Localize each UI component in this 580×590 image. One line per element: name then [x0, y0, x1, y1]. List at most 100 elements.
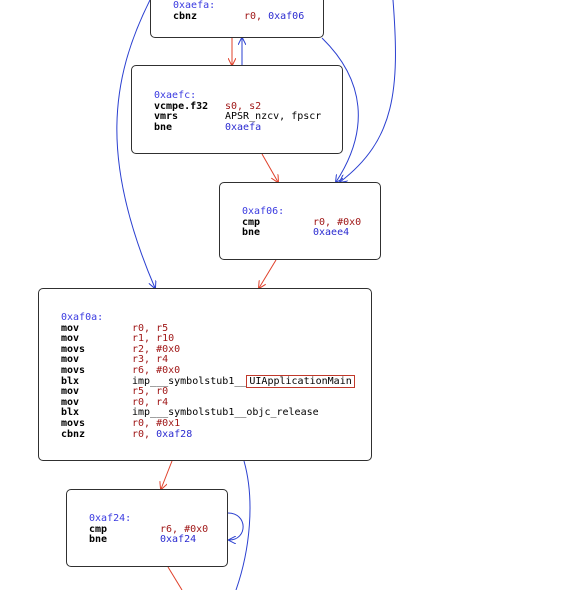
operands: 0xaf24 [160, 534, 197, 546]
instruction-row: movs r0, #0x1 [61, 417, 371, 430]
block-0xaefa[interactable]: 0xaefa: cbnz r0, 0xaf06 [150, 0, 324, 38]
edge-aefa-af06 [321, 37, 359, 182]
mnemonic: movs [61, 343, 86, 355]
edge-incoming-right [340, 0, 396, 182]
operand: r0, #0x1 [132, 417, 181, 429]
operands: r0, #0x1 [132, 417, 181, 430]
operands: r0, r4 [132, 396, 169, 409]
instruction-row: movs r2, #0x0 [61, 343, 371, 356]
operand: r6, #0x0 [132, 364, 181, 376]
instruction-row: bne 0xaefa [154, 121, 342, 134]
instruction-row: vmrs APSR_nzcv, fpscr [154, 111, 342, 123]
mnemonic: bne [89, 534, 108, 546]
block-0xaefc[interactable]: 0xaefc: vcmpe.f32 s0, s2 vmrs APSR_nzcv, fp… [131, 65, 343, 154]
operands: r1, r10 [132, 333, 175, 345]
operand: r0, r4 [132, 396, 169, 408]
operands: 0xaefa [225, 121, 262, 134]
instruction-row: cbnz r0, 0xaf06 [173, 10, 323, 23]
block-address: 0xaf0a: [61, 312, 104, 323]
mnemonic: mov [61, 333, 80, 345]
operand: r2, #0x0 [132, 343, 181, 355]
operands: r5, r0 [132, 386, 169, 398]
instruction-row: mov r5, r0 [61, 386, 371, 398]
mnemonic: movs [61, 417, 86, 429]
operands: s0, s2 [225, 100, 262, 113]
operand[interactable]: 0xaf28 [156, 428, 193, 440]
mnemonic: bne [242, 227, 261, 239]
operand: r0, #0x0 [313, 216, 362, 228]
operand: r1, r10 [132, 333, 175, 345]
instruction-row: bne 0xaf24 [89, 534, 227, 546]
operand: r0, [132, 428, 157, 440]
operands: imp___symbolstub1__UIApplicationMain [132, 374, 355, 388]
mnemonic: cbnz [61, 428, 86, 440]
mnemonic: movs [61, 364, 86, 376]
operands: r6, #0x0 [132, 364, 181, 377]
operand: imp___symbolstub1__objc_release [132, 407, 319, 419]
operands: r2, #0x0 [132, 343, 181, 356]
mnemonic: mov [61, 386, 80, 398]
block-0xaf06[interactable]: 0xaf06: cmp r0, #0x0 bne 0xaee4 [219, 182, 381, 260]
instruction-row: movs r6, #0x0 [61, 364, 371, 377]
mnemonic: bne [154, 121, 173, 133]
edge-af24-down [167, 566, 183, 590]
operands: 0xaee4 [313, 227, 350, 239]
operand[interactable]: 0xaefa [225, 121, 262, 133]
operand[interactable]: 0xaf24 [160, 534, 197, 546]
operands: imp___symbolstub1__objc_release [132, 408, 319, 419]
operands: r0, r5 [132, 322, 169, 335]
operands: r0, 0xaf06 [244, 10, 305, 23]
edge-aefc-af06 [261, 153, 278, 182]
operand: r5, r0 [132, 386, 169, 398]
operand: r6, #0x0 [160, 523, 209, 535]
instruction-row: mov r1, r10 [61, 333, 371, 345]
block-address: 0xaf06: [242, 206, 285, 217]
block-address: 0xaefc: [154, 90, 197, 101]
mnemonic: mov [61, 322, 80, 334]
block-instructions: cmp r6, #0x0 bne 0xaf24 [89, 523, 227, 546]
block-0xaf24[interactable]: 0xaf24: cmp r6, #0x0 bne 0xaf24 [66, 489, 228, 567]
instruction-row: vcmpe.f32 s0, s2 [154, 100, 342, 113]
operand: r0, [244, 10, 269, 22]
block-address: 0xaf24: [89, 513, 132, 524]
highlighted-symbol[interactable]: UIApplicationMain [246, 374, 355, 388]
mnemonic: cmp [89, 523, 108, 535]
mnemonic: blx [61, 375, 80, 387]
instruction-row: cbnz r0, 0xaf28 [61, 428, 371, 441]
block-address: 0xaefa: [173, 0, 216, 11]
edge-incoming-left [116, 0, 155, 288]
instruction-row: cmp r0, #0x0 [242, 216, 380, 229]
operands: r3, r4 [132, 355, 168, 366]
mnemonic: blx [61, 407, 80, 419]
instruction-row: blx imp___symbolstub1__UIApplicationMain [61, 374, 371, 388]
mnemonic: vcmpe.f32 [154, 100, 209, 112]
operand: imp___symbolstub1__ [132, 375, 247, 387]
edge-af06-af0a [259, 259, 277, 288]
operands: r0, #0x0 [313, 216, 362, 229]
operands: r0, 0xaf28 [132, 428, 193, 441]
operand[interactable]: 0xaee4 [313, 227, 350, 239]
block-instructions: vcmpe.f32 s0, s2 vmrs APSR_nzcv, fpscr bne 0x… [154, 100, 342, 134]
instruction-row: blx imp___symbolstub1__objc_release [61, 408, 371, 419]
operand: r0, r5 [132, 322, 169, 334]
instruction-row: bne 0xaee4 [242, 227, 380, 239]
operand: r3, r4 [132, 354, 169, 366]
mnemonic: cbnz [173, 10, 198, 22]
mnemonic: cmp [242, 216, 261, 228]
block-instructions: cbnz r0, 0xaf06 [173, 10, 323, 23]
operands: APSR_nzcv, fpscr [225, 111, 322, 123]
operand: s0, s2 [225, 100, 262, 112]
operand: APSR_nzcv, fpscr [225, 111, 322, 123]
edge-af0a-af24 [161, 460, 173, 489]
edge-af0a-af28 [235, 460, 251, 590]
operands: r6, #0x0 [160, 523, 209, 536]
instruction-row: mov r0, r5 [61, 322, 371, 335]
mnemonic: vmrs [154, 111, 179, 123]
operand[interactable]: 0xaf06 [268, 10, 305, 22]
block-instructions: cmp r0, #0x0 bne 0xaee4 [242, 216, 380, 239]
